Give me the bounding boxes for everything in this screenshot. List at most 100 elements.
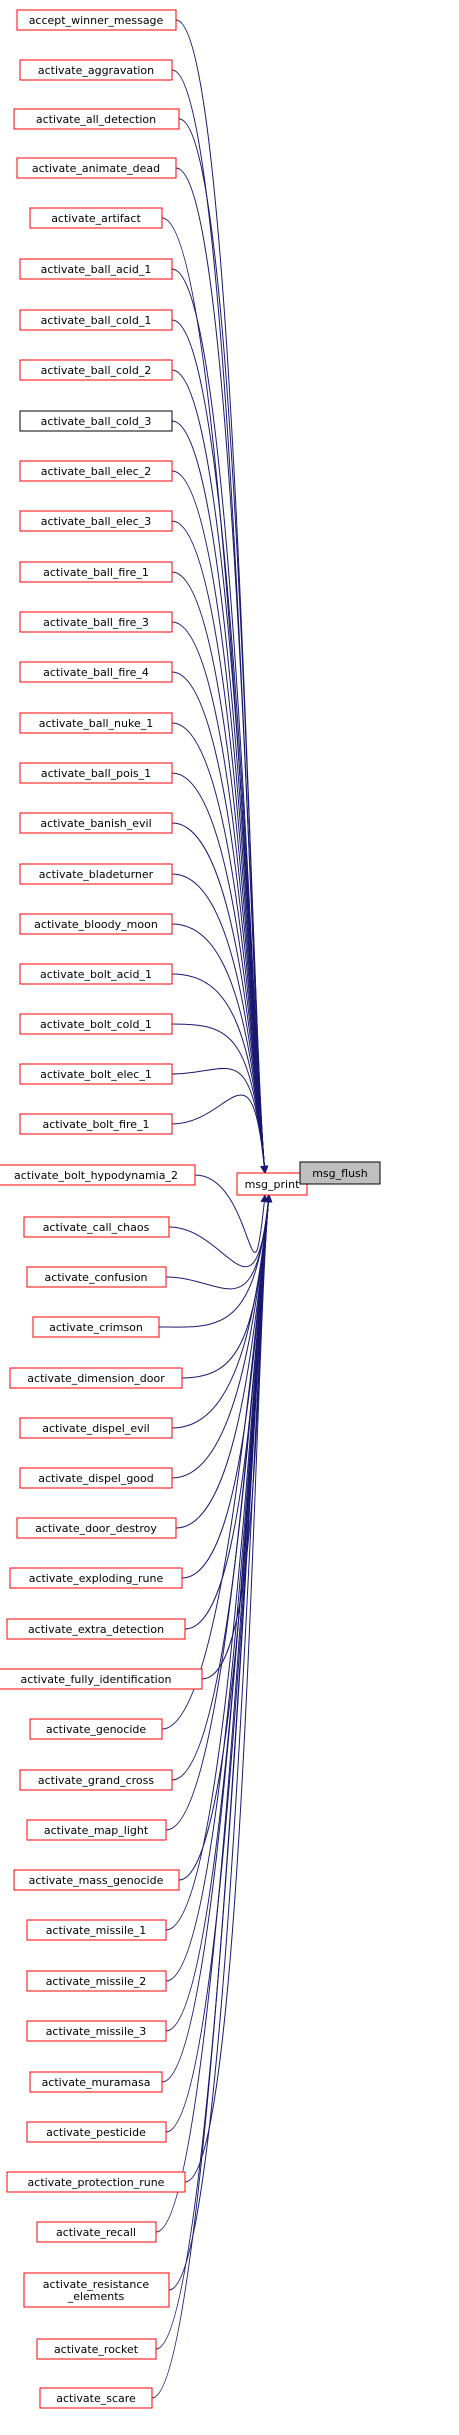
- call-edge: [168, 1194, 273, 2291]
- caller-node[interactable]: activate_ball_nuke_1: [19, 712, 173, 734]
- caller-node-box: [26, 2121, 167, 2143]
- caller-node[interactable]: activate_ball_cold_1: [19, 309, 173, 331]
- caller-node[interactable]: activate_ball_fire_4: [19, 661, 173, 683]
- caller-node[interactable]: activate_ball_acid_1: [19, 258, 173, 280]
- caller-node-box: [23, 2272, 170, 2308]
- caller-node[interactable]: activate_scare: [39, 2387, 153, 2409]
- caller-node-box: [29, 1718, 163, 1740]
- caller-node-box: [19, 863, 173, 885]
- caller-node-box: [19, 611, 173, 633]
- caller-node[interactable]: activate_extra_detection: [6, 1618, 186, 1640]
- caller-node[interactable]: activate_bolt_fire_1: [19, 1113, 173, 1135]
- caller-node[interactable]: activate_banish_evil: [19, 812, 173, 834]
- caller-node-label: activate_all_detection: [36, 113, 156, 126]
- caller-node-box: [9, 1567, 183, 1589]
- caller-node[interactable]: activate_missile_2: [26, 1970, 167, 1992]
- caller-node[interactable]: activate_confusion: [26, 1266, 167, 1288]
- caller-node[interactable]: activate_protection_rune: [6, 2171, 186, 2193]
- caller-node-label: activate_resistance_elements: [43, 2278, 150, 2303]
- caller-node[interactable]: accept_winner_message: [16, 9, 177, 31]
- caller-node-box: [32, 1316, 160, 1338]
- caller-node[interactable]: activate_muramasa: [29, 2071, 163, 2093]
- caller-node[interactable]: activate_genocide: [29, 1718, 163, 1740]
- caller-node[interactable]: activate_aggravation: [19, 59, 173, 81]
- caller-node[interactable]: activate_call_chaos: [23, 1216, 170, 1238]
- caller-node[interactable]: activate_ball_fire_1: [19, 561, 173, 583]
- caller-node[interactable]: activate_dispel_good: [19, 1467, 173, 1489]
- caller-node-box: [19, 460, 173, 482]
- caller-node-box: [19, 1769, 173, 1791]
- caller-node[interactable]: activate_recall: [36, 2221, 157, 2243]
- caller-node[interactable]: activate_dispel_evil: [19, 1417, 173, 1439]
- caller-node-box: [13, 1869, 180, 1891]
- caller-node-box: [9, 1367, 183, 1389]
- caller-node-box: [19, 1417, 173, 1439]
- caller-node-label: activate_extra_detection: [28, 1623, 164, 1636]
- caller-node[interactable]: activate_crimson: [32, 1316, 160, 1338]
- caller-node-box: [6, 2171, 186, 2193]
- caller-node-label: activate_ball_cold_3: [41, 415, 152, 428]
- caller-node-label: activate_bolt_hypodynamia_2: [14, 1169, 178, 1182]
- caller-node-box: [19, 1113, 173, 1135]
- caller-node[interactable]: activate_ball_cold_2: [19, 359, 173, 381]
- caller-node[interactable]: activate_exploding_rune: [9, 1567, 183, 1589]
- caller-node[interactable]: activate_missile_1: [26, 1919, 167, 1941]
- caller-node[interactable]: activate_grand_cross: [19, 1769, 173, 1791]
- caller-node-label: activate_ball_elec_2: [41, 465, 151, 478]
- target-node[interactable]: msg_flush: [299, 1161, 381, 1185]
- caller-node[interactable]: activate_pesticide: [26, 2121, 167, 2143]
- hub-node-label: msg_print: [245, 1178, 300, 1191]
- caller-node-label: activate_pesticide: [46, 2126, 146, 2139]
- caller-node[interactable]: activate_animate_dead: [16, 157, 177, 179]
- caller-node-label: activate_ball_cold_1: [41, 314, 152, 327]
- caller-node-box: [19, 561, 173, 583]
- caller-node[interactable]: activate_fully_identification: [0, 1668, 203, 1690]
- caller-node[interactable]: activate_bloody_moon: [19, 913, 173, 935]
- call-edge: [171, 1094, 269, 1174]
- caller-node[interactable]: activate_map_light: [26, 1819, 167, 1841]
- caller-node-label: activate_protection_rune: [28, 2176, 165, 2189]
- caller-node-box: [19, 762, 173, 784]
- caller-node-box: [0, 1164, 196, 1186]
- hub-node[interactable]: msg_print: [236, 1172, 308, 1196]
- caller-node-box: [26, 2020, 167, 2042]
- caller-node-box: [19, 812, 173, 834]
- caller-node[interactable]: activate_dimension_door: [9, 1367, 183, 1389]
- call-edge: [171, 671, 269, 1174]
- caller-node-box: [19, 963, 173, 985]
- caller-node[interactable]: activate_all_detection: [13, 108, 180, 130]
- caller-node[interactable]: activate_missile_3: [26, 2020, 167, 2042]
- caller-node[interactable]: activate_bolt_hypodynamia_2: [0, 1164, 196, 1186]
- caller-node-label: activate_banish_evil: [40, 817, 151, 830]
- caller-node-box: [29, 2071, 163, 2093]
- caller-node[interactable]: activate_ball_elec_3: [19, 510, 173, 532]
- nodes-layer: accept_winner_message activate_aggravatio…: [0, 9, 381, 2409]
- caller-node-label: activate_dispel_evil: [42, 1422, 149, 1435]
- target-node-label: msg_flush: [312, 1167, 368, 1180]
- caller-node[interactable]: activate_rocket: [36, 2338, 157, 2360]
- caller-node[interactable]: activate_resistance_elements: [23, 2272, 170, 2308]
- caller-node-box: [26, 1819, 167, 1841]
- call-edge: [155, 1194, 273, 2233]
- caller-node[interactable]: activate_ball_elec_2: [19, 460, 173, 482]
- call-edge: [165, 1194, 273, 1831]
- caller-node[interactable]: activate_door_destroy: [16, 1517, 177, 1539]
- call-edge: [194, 1174, 269, 1253]
- caller-node[interactable]: activate_bolt_acid_1: [19, 963, 173, 985]
- caller-node[interactable]: activate_bolt_elec_1: [19, 1063, 173, 1085]
- caller-node-box: [19, 661, 173, 683]
- caller-node[interactable]: activate_ball_fire_3: [19, 611, 173, 633]
- caller-node[interactable]: activate_artifact: [29, 207, 163, 229]
- caller-node[interactable]: activate_ball_pois_1: [19, 762, 173, 784]
- caller-node-label: activate_bolt_elec_1: [40, 1068, 152, 1081]
- caller-node[interactable]: activate_bladeturner: [19, 863, 173, 885]
- caller-node[interactable]: activate_ball_cold_3: [19, 410, 173, 432]
- caller-node-box: [19, 712, 173, 734]
- caller-node-label: activate_ball_pois_1: [41, 767, 151, 780]
- caller-node[interactable]: activate_bolt_cold_1: [19, 1013, 173, 1035]
- caller-node[interactable]: activate_mass_genocide: [13, 1869, 180, 1891]
- edges-layer: [151, 19, 308, 2399]
- caller-node-box: [0, 1668, 203, 1690]
- caller-node-label: activate_ball_fire_1: [43, 566, 149, 579]
- caller-node-label: activate_scare: [56, 2392, 136, 2405]
